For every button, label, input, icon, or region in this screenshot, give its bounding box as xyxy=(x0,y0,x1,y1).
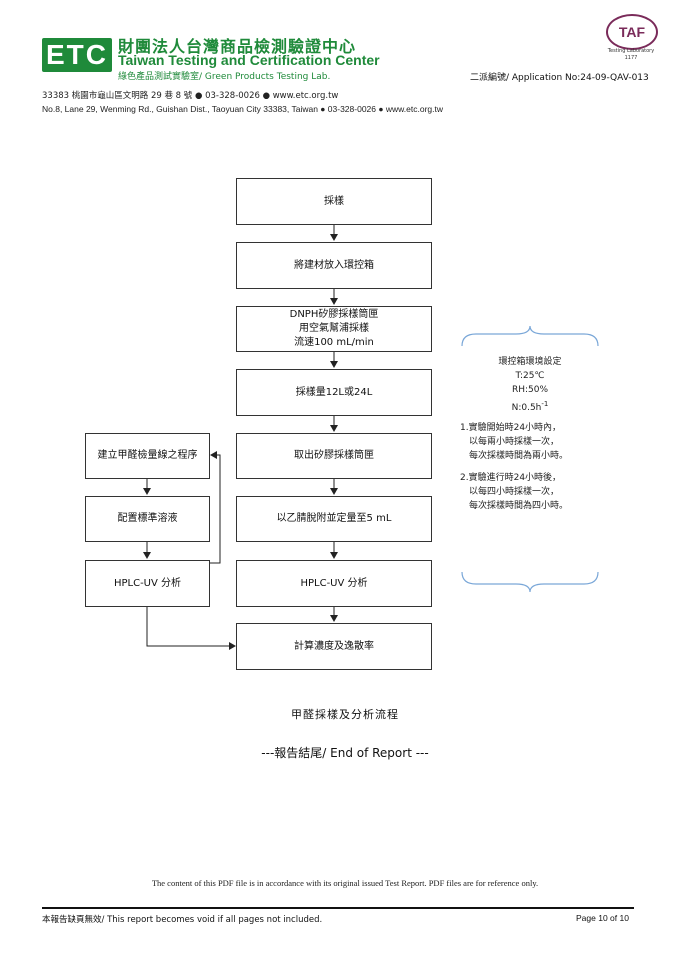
arrow-feedback xyxy=(210,451,221,564)
application-number: 二派編號/ Application No:24-09-QAV-013 xyxy=(470,73,649,83)
flow-step-desorb: 以乙腈脫附並定量至5 mL xyxy=(236,496,432,542)
flow-step-dnph: DNPH矽膠採樣筒匣 用空氣幫浦採樣 流速100 mL/min xyxy=(236,306,432,352)
flow-step-sampling: 採樣 xyxy=(236,178,432,225)
flow-left-standard: 配置標準溶液 xyxy=(85,496,210,542)
arrow-left-to-calc xyxy=(146,606,236,650)
address-en: No.8, Lane 29, Wenming Rd., Guishan Dist… xyxy=(42,104,444,114)
org-name-zh: 財團法人台灣商品檢測驗證中心 xyxy=(118,37,357,56)
flow-step-hplc: HPLC-UV 分析 xyxy=(236,560,432,607)
lab-name: 綠色產品測試實驗室/ Green Products Testing Lab. xyxy=(118,72,331,82)
flow-step-volume: 採樣量12L或24L xyxy=(236,369,432,416)
flow-left-calibration: 建立甲醛檢量線之程序 xyxy=(85,433,210,479)
end-of-report: ---報告結尾/ End of Report --- xyxy=(261,746,429,760)
pdf-notice: The content of this PDF file is in accor… xyxy=(151,878,539,888)
settings-title: 環控箱環境設定 xyxy=(498,357,562,367)
footer-void-note: 本報告缺頁無效/ This report becomes void if all… xyxy=(42,915,323,925)
taf-label: Testing Laboratory 1177 xyxy=(607,48,655,61)
settings-temp: T:25℃ xyxy=(515,371,545,381)
chamber-settings-note: 環控箱環境設定 T:25℃ RH:50% N:0.5h-1 1.實驗開始時24小… xyxy=(460,355,600,513)
bottom-brace xyxy=(461,571,599,593)
footer-divider xyxy=(42,907,634,909)
taf-logo: TAF xyxy=(606,14,658,50)
flow-step-chamber: 將建材放入環控箱 xyxy=(236,242,432,289)
etc-logo: ETC xyxy=(42,38,112,72)
settings-item-2: 2.實驗進行時24小時後， 以每四小時採樣一次， 每次採樣時間為四小時。 xyxy=(460,473,569,511)
top-brace xyxy=(461,325,599,347)
org-name-en: Taiwan Testing and Certification Center xyxy=(118,52,380,68)
address-zh: 33383 桃園市龜山區文明路 29 巷 8 號 ● 03-328-0026 ●… xyxy=(42,91,339,101)
flow-left-hplc: HPLC-UV 分析 xyxy=(85,560,210,607)
flow-step-remove: 取出矽膠採樣筒匣 xyxy=(236,433,432,479)
flow-step-calc: 計算濃度及逸散率 xyxy=(236,623,432,670)
settings-rh: RH:50% xyxy=(511,385,549,395)
settings-n: N:0.5h-1 xyxy=(511,400,549,413)
figure-caption: 甲醛採樣及分析流程 xyxy=(291,708,399,721)
page-number: Page 10 of 10 xyxy=(576,913,629,923)
settings-item-1: 1.實驗開始時24小時內， 以每兩小時採樣一次， 每次採樣時間為兩小時。 xyxy=(460,423,569,461)
